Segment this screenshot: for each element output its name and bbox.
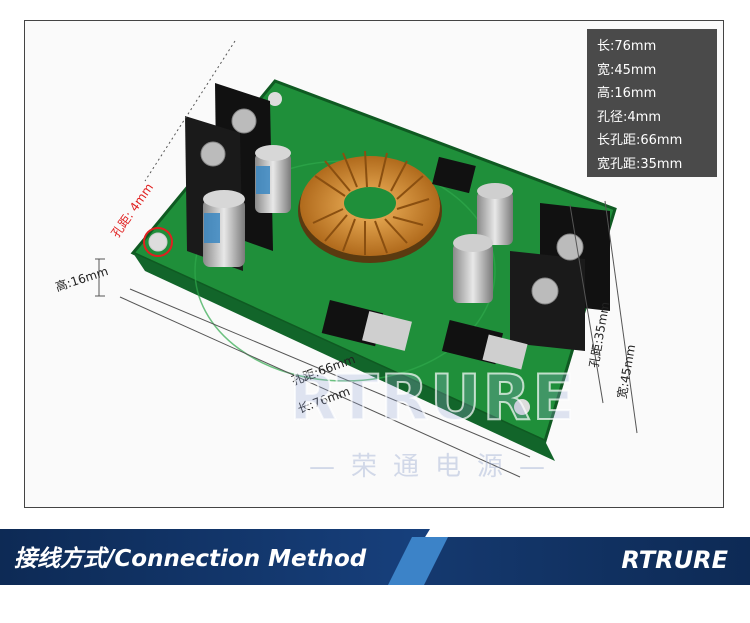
- mosfet-1-tab: [362, 311, 412, 351]
- product-photo-frame: 孔距: 4mm 高:16mm 孔距:66mm 长:76mm 孔距:35mm 宽:…: [24, 20, 724, 508]
- capacitor-1: [255, 145, 291, 213]
- mount-hole: [268, 92, 282, 106]
- spec-hole-diameter: 孔径:4mm: [597, 109, 661, 125]
- capacitor-2: [203, 190, 245, 267]
- spec-wide-hole-spacing: 宽孔距:35mm: [597, 156, 683, 172]
- spec-length: 长:76mm: [597, 39, 657, 54]
- banner-title: 接线方式/Connection Method: [14, 546, 367, 572]
- mount-hole: [514, 399, 530, 415]
- watermark-brand: RTRURE: [288, 360, 577, 435]
- spec-long-hole-spacing: 长孔距:66mm: [597, 133, 683, 148]
- capacitor-4: [453, 234, 493, 303]
- banner-right-band: [420, 537, 750, 585]
- banner-left-band: [0, 529, 430, 585]
- watermark-chinese: —荣通电源—: [308, 452, 561, 482]
- ic-chip: [432, 156, 476, 194]
- spec-height: 高:16mm: [597, 86, 657, 101]
- banner-brand: RTRURE: [621, 546, 728, 574]
- capacitor-3: [477, 183, 513, 245]
- dimension-lines: [95, 40, 638, 478]
- mount-hole: [148, 232, 168, 252]
- mosfet-2-tab: [482, 334, 528, 370]
- spec-width: 宽:45mm: [597, 62, 657, 78]
- spec-box: 长:76mm 宽:45mm 高:16mm 孔径:4mm 长孔距:66mm 宽孔距…: [587, 29, 717, 177]
- toroid-inductor: [298, 150, 442, 263]
- terminal-block-right: [510, 203, 610, 351]
- section-banner: 接线方式/Connection Method RTRURE: [0, 529, 750, 585]
- hole-marker-icon: [143, 227, 173, 257]
- pcb-board-illustration: [95, 40, 638, 478]
